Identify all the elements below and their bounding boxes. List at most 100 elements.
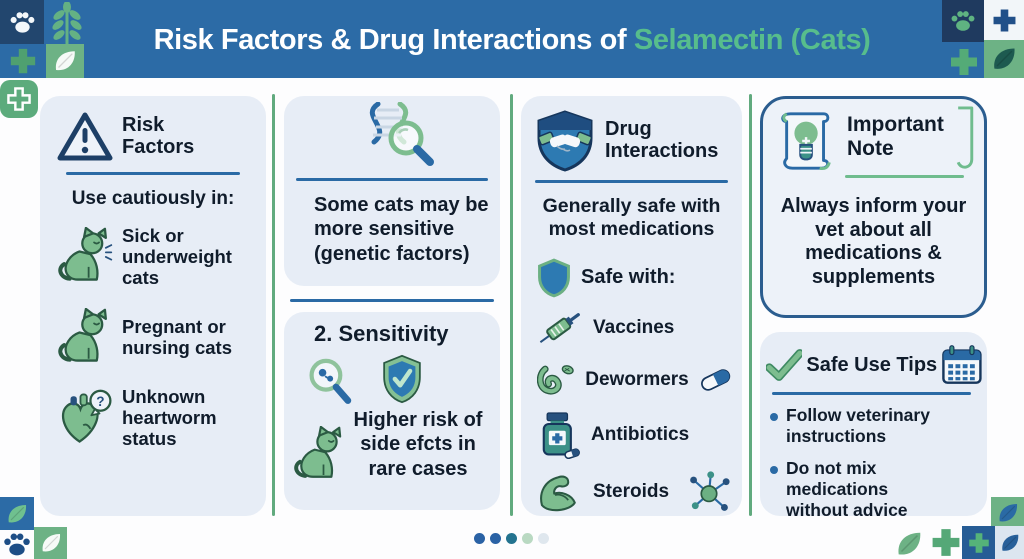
- heart-question-icon: ?: [61, 389, 112, 443]
- corner-tile: [0, 80, 38, 118]
- sensitivity-card-title: 2. Sensitivity: [314, 321, 449, 346]
- shield-check-icon: [383, 354, 421, 404]
- handshake-shield-icon: [537, 110, 593, 172]
- sensitivity-card: 2. Sensitivity Higher risk of side efcts…: [284, 312, 500, 510]
- sick-cat-icon: [56, 225, 113, 287]
- page-title-main: Risk Factors & Drug Interactions of: [153, 24, 634, 56]
- header-banner: Risk Factors & Drug Interactions of Sela…: [0, 0, 1024, 78]
- corner-tile: [46, 44, 84, 78]
- question-mark-glyph: ?: [96, 394, 104, 409]
- corner-tile: [991, 497, 1024, 529]
- page-title: Risk Factors & Drug Interactions of Sela…: [0, 24, 1024, 57]
- leaf-icon: [52, 48, 78, 74]
- risk-factors-subtitle: Use cautiously in:: [71, 188, 235, 209]
- muscle-icon: [540, 475, 576, 511]
- list-item-label: Pregnant or nursing cats: [122, 315, 232, 359]
- divider-line: [66, 172, 240, 175]
- drug-interactions-subtitle: Generally safe with most medications: [542, 195, 721, 241]
- list-item-label: Sick or underweight cats: [122, 224, 232, 288]
- pagination-dots: [474, 533, 549, 544]
- list-item-label: Unknown heartworm status: [122, 386, 217, 450]
- corner-tile: [984, 0, 1024, 40]
- column-divider: [510, 94, 513, 516]
- paw-icon: [2, 530, 32, 559]
- tip-item: Do not mix medications without advice: [760, 458, 987, 522]
- medical-cross-icon: [8, 46, 38, 76]
- list-item: Antibiotics: [521, 411, 742, 459]
- list-item: Pregnant or nursing cats: [40, 306, 266, 368]
- drug-interactions-card: Drug Interactions Generally safe with mo…: [521, 96, 742, 516]
- safe-with-label: Safe with:: [581, 266, 676, 289]
- molecule-icon: [690, 471, 730, 511]
- divider-line: [845, 175, 964, 178]
- worm-icon: [537, 364, 574, 395]
- list-item-label: Vaccines: [593, 316, 675, 338]
- pagination-dot[interactable]: [538, 533, 549, 544]
- pagination-dot[interactable]: [506, 533, 517, 544]
- divider-line: [772, 392, 971, 395]
- leaf-icon: [5, 502, 29, 526]
- scroll-lightbulb-icon: [781, 112, 831, 170]
- corner-tile: [962, 526, 995, 559]
- tip-label: Follow veterinary instructions: [786, 405, 930, 447]
- pregnant-cat-icon: [56, 306, 114, 368]
- list-item-label: Antibiotics: [591, 423, 690, 445]
- bullet-dot: [770, 413, 778, 421]
- paw-icon: [9, 9, 36, 36]
- medical-cross-icon: [991, 7, 1018, 34]
- medical-cross-icon: [929, 526, 963, 559]
- medicine-bottle-icon: [542, 412, 580, 459]
- genetic-sensitivity-card: Some cats may be more sensitive (genetic…: [284, 96, 500, 286]
- list-item: ? Unknown heartworm status: [40, 386, 266, 449]
- shield-icon: [537, 258, 571, 298]
- cat-icon: [292, 424, 348, 484]
- important-note-title: Important Note: [847, 113, 944, 161]
- leaf-icon: [996, 501, 1020, 525]
- divider-line: [535, 180, 728, 183]
- leaf-icon: [39, 531, 63, 555]
- list-item: Dewormers: [521, 358, 742, 402]
- column-divider: [272, 94, 275, 516]
- list-item: Sick or underweight cats: [40, 225, 266, 288]
- medical-cross-icon: [948, 46, 980, 78]
- corner-tile: [0, 0, 44, 44]
- important-note-text: Always inform your vet about all medicat…: [780, 195, 967, 288]
- pagination-dot[interactable]: [490, 533, 501, 544]
- risk-factors-title: Risk Factors: [122, 114, 195, 158]
- list-item: Steroids: [521, 468, 742, 516]
- corner-tile: [942, 0, 984, 42]
- warning-triangle-icon: [57, 112, 113, 161]
- leaf-icon: [894, 529, 924, 559]
- list-item-label: Dewormers: [585, 368, 689, 390]
- tip-item: Follow veterinary instructions: [760, 405, 987, 448]
- wheat-icon: [52, 2, 82, 46]
- paw-icon: [950, 8, 976, 34]
- scroll-icon: [956, 106, 974, 169]
- pill-icon: [700, 369, 730, 391]
- safe-with-row: Safe with:: [521, 258, 742, 298]
- medical-cross-icon: [6, 86, 32, 112]
- tip-label: Do not mix medications without advice: [786, 457, 908, 521]
- pagination-dot[interactable]: [522, 533, 533, 544]
- dna-search-icon: [369, 102, 434, 166]
- corner-tile: [34, 527, 67, 559]
- drug-interactions-title: Drug Interactions: [605, 118, 719, 162]
- syringe-icon: [539, 312, 580, 343]
- safe-use-tips-title: Safe Use Tips: [806, 353, 938, 376]
- leaf-icon: [999, 532, 1021, 554]
- list-item: Vaccines: [521, 307, 742, 349]
- medical-cross-icon: [967, 531, 991, 555]
- divider-line: [290, 299, 494, 302]
- important-note-card: Important Note Always inform your vet ab…: [760, 96, 987, 318]
- corner-tile: [995, 526, 1024, 559]
- cells-search-icon: [309, 358, 352, 404]
- leaf-icon: [990, 45, 1018, 73]
- page-title-highlight: Selamectin (Cats): [633, 24, 871, 56]
- bullet-dot: [770, 465, 778, 474]
- genetic-sensitivity-text: Some cats may be more sensitive (genetic…: [314, 194, 489, 265]
- divider-line: [296, 178, 488, 181]
- column-divider: [749, 94, 752, 516]
- pagination-dot[interactable]: [474, 533, 485, 544]
- risk-factors-card: Risk Factors Use cautiously in: Sick or …: [40, 96, 266, 516]
